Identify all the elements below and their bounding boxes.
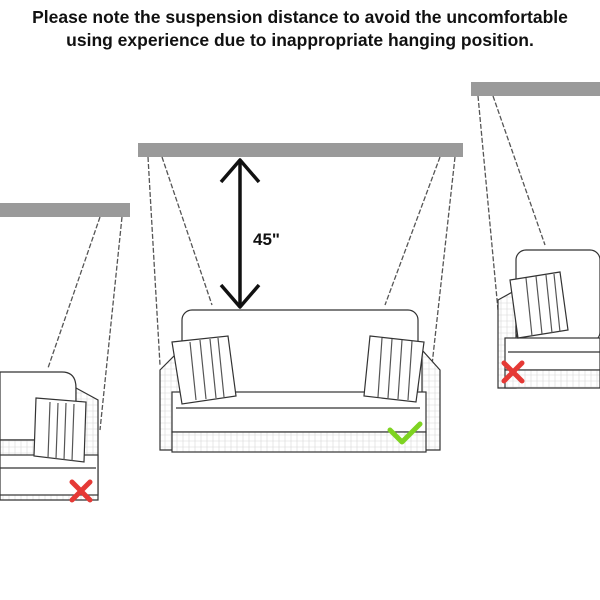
notice-line-1: Please note the suspension distance to a…	[32, 7, 568, 27]
left-chains	[47, 216, 123, 431]
left-pillow	[33, 397, 87, 463]
right-ceiling-beam	[471, 82, 600, 96]
height-measure-arrow	[219, 158, 261, 309]
center-right-pillow	[363, 335, 425, 403]
notice-text: Please note the suspension distance to a…	[0, 6, 600, 52]
right-pillow	[509, 271, 569, 339]
center-ceiling-beam	[138, 143, 463, 157]
left-swing	[0, 203, 130, 503]
right-chains	[477, 95, 546, 311]
red-x-icon	[69, 479, 93, 503]
height-measure-label: 45"	[253, 230, 280, 249]
center-swing	[138, 143, 463, 453]
left-ceiling-beam	[0, 203, 130, 217]
red-x-icon	[501, 360, 525, 384]
left-sofa	[0, 371, 99, 501]
right-swing	[471, 82, 600, 389]
center-chains	[147, 156, 456, 366]
notice-line-2: using experience due to inappropriate ha…	[66, 30, 534, 50]
right-sofa	[497, 249, 600, 389]
green-check-icon	[387, 421, 423, 445]
center-left-pillow	[171, 335, 237, 405]
center-sofa	[159, 309, 441, 453]
